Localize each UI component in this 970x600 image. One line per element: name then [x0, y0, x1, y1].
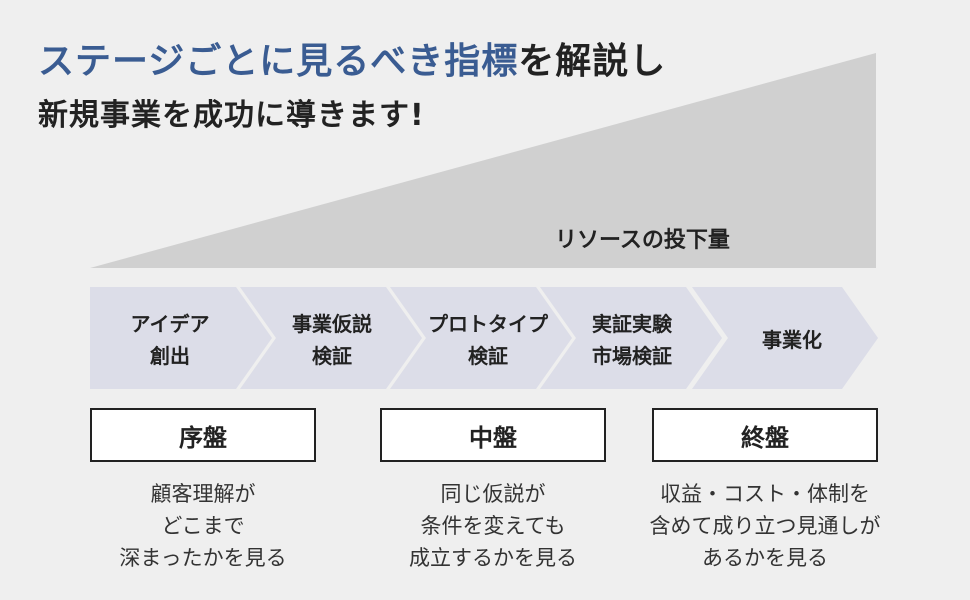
headline-line-1: ステージごとに見るべき指標を解説し	[38, 32, 666, 84]
chevron-2	[240, 287, 422, 389]
phase-early-description: 顧客理解が どこまで 深まったかを見る	[119, 482, 287, 570]
headline-tail: を解説し	[518, 41, 667, 82]
stage-commercialize: 事業化	[762, 328, 822, 352]
stage-idea: アイデア 創出	[130, 312, 210, 368]
headline-line-2: 新規事業を成功に導きます!	[38, 98, 425, 133]
chevron-3	[390, 287, 572, 389]
chevron-5	[692, 287, 878, 389]
chevron-1	[90, 287, 272, 389]
stage-hypothesis: 事業仮説 検証	[292, 312, 372, 368]
phase-late-description: 収益・コスト・体制を 含めて成り立つ見通しが あるかを見る	[649, 482, 881, 570]
stage-prototype: プロトタイプ 検証	[428, 312, 548, 368]
resource-wedge	[90, 53, 876, 268]
phase-early: 序盤	[90, 408, 316, 462]
phase-middle: 中盤	[380, 408, 606, 462]
resource-label: リソースの投下量	[555, 228, 730, 253]
chevron-4	[540, 287, 722, 389]
headline-highlight: ステージごとに見るべき指標	[38, 41, 519, 82]
stage-poc: 実証実験 市場検証	[592, 312, 672, 368]
phase-late: 終盤	[652, 408, 878, 462]
phase-middle-description: 同じ仮説が 条件を変えても 成立するかを見る	[409, 482, 577, 570]
